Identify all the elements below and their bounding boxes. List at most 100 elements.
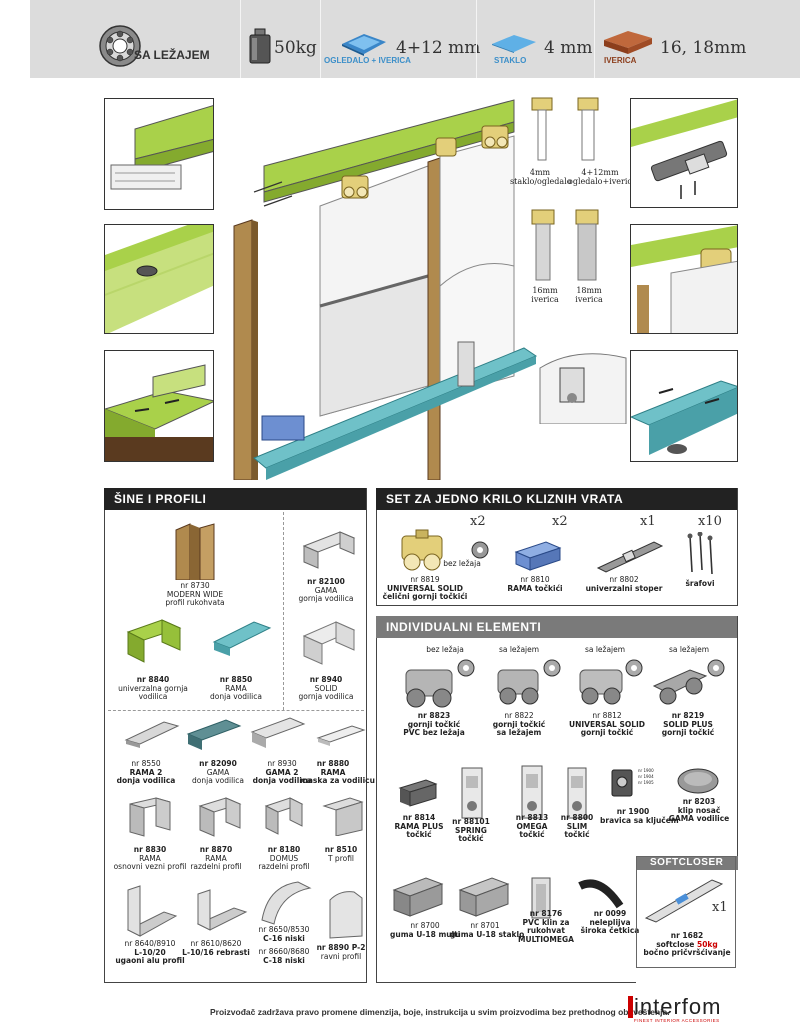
- detail-bottom-rail: [104, 350, 214, 462]
- wedge-8176-image: [531, 877, 551, 919]
- spec-mirror-board: 4+12 mm OGLEDALO + IVERICA: [320, 0, 480, 78]
- profile-82100-image: [302, 531, 356, 569]
- caption-18mm-board: 18mm iverica: [575, 286, 603, 304]
- brand-logo: interfom FINEST INTERIOR ACCESSORIES: [628, 994, 721, 1023]
- caption-16mm-board: 16mm iverica: [531, 286, 559, 304]
- profile-8870-image: [198, 797, 242, 837]
- set-note: bez ležaja: [443, 559, 481, 568]
- roller-8800-image: [567, 767, 587, 819]
- softcloser-box: [636, 856, 736, 968]
- softcloser-1682-image: [644, 879, 724, 923]
- detail-stopper: [630, 98, 738, 208]
- set-roller-8819-image: [401, 529, 443, 571]
- roller-8812-image: [579, 659, 643, 705]
- thickness-3-sub: IVERICA: [604, 56, 637, 65]
- thickness-2-value: 4 mm: [544, 38, 593, 58]
- detail-top-rail: [104, 98, 214, 210]
- spec-bar: SA LEŽAJEM 50kg 4+12 mm OGLEDALO + IVERI…: [30, 0, 800, 78]
- gasket-8701-image: [458, 877, 510, 917]
- thickness-1-value: 4+12 mm: [396, 38, 481, 58]
- roller-thickness-top-illustration: [531, 97, 599, 161]
- spec-bearing: SA LEŽAJEM: [30, 0, 240, 78]
- profile-8510-image: [322, 797, 364, 836]
- profile-8180-image: [264, 797, 304, 835]
- roller-8823-image: [405, 659, 475, 708]
- individual-section-header: INDIVIDUALNI ELEMENTI: [376, 616, 738, 638]
- profile-8850-image: [212, 621, 272, 656]
- profile-8610-image: [196, 889, 248, 931]
- profile-8940-image: [302, 621, 356, 665]
- lock-1900-image: [611, 769, 633, 797]
- brush-0099-image: [578, 879, 624, 909]
- profile-8930-image: [250, 717, 306, 748]
- individual-note: sa ležajem: [498, 645, 540, 654]
- caption-4mm-glass: 4mm staklo/ogledalo: [510, 168, 572, 186]
- glass-panel-icon: [492, 35, 536, 53]
- profile-8640-image: [126, 885, 178, 937]
- footer-disclaimer: Proizvođač zadržava pravo promene dimenz…: [210, 1007, 670, 1017]
- profile-8730-image: [175, 523, 215, 580]
- profile-82090-image: [186, 719, 242, 750]
- board-panel-icon: [604, 31, 652, 54]
- spec-board: 16, 18mm IVERICA: [594, 0, 800, 78]
- detail-rail-clip: [104, 224, 214, 334]
- set-caption: šrafovi: [685, 579, 715, 588]
- bearing-label: SA LEŽAJEM: [134, 48, 210, 62]
- mirror-panel-icon: [342, 34, 386, 56]
- profile-8830-image: [129, 797, 171, 837]
- roller-thickness-board-illustration: [531, 209, 599, 281]
- roller-8813-image: [521, 765, 543, 819]
- roller-8219-image: [652, 659, 725, 705]
- bearing-detail-icon: [471, 541, 489, 559]
- profile-8880-image: [316, 725, 366, 746]
- sliding-door-assembly-illustration: [233, 99, 538, 480]
- roller-8814-image: [398, 779, 438, 807]
- brand-tagline: FINEST INTERIOR ACCESSORIES: [634, 1018, 720, 1023]
- profile-8890-image: [329, 891, 363, 939]
- thickness-3-value: 16, 18mm: [660, 38, 747, 58]
- weight-icon: [249, 28, 271, 64]
- set-roller-8810-image: [514, 541, 562, 571]
- thickness-1-sub: OGLEDALO + IVERICA: [324, 56, 411, 65]
- profile-8550-image: [124, 721, 180, 748]
- spec-glass: 4 mm STAKLO: [476, 0, 594, 78]
- set-qty: x10: [698, 514, 722, 529]
- softcloser-caption: nr 1682 softclose 50kg bočno pričvršćiva…: [643, 931, 731, 957]
- set-section-header: SET ZA JEDNO KRILO KLIZNIH VRATA: [376, 488, 738, 510]
- set-stopper-8802-image: [596, 541, 664, 573]
- softcloser-header: SOFTCLOSER: [636, 856, 738, 870]
- individual-note: bez ležaja: [426, 645, 464, 654]
- weight-value: 50kg: [274, 38, 317, 58]
- spec-weight: 50kg: [240, 0, 320, 78]
- clip-8203-image: [677, 768, 719, 794]
- set-qty: x2: [470, 514, 486, 529]
- softcloser-qty: x1: [712, 900, 728, 915]
